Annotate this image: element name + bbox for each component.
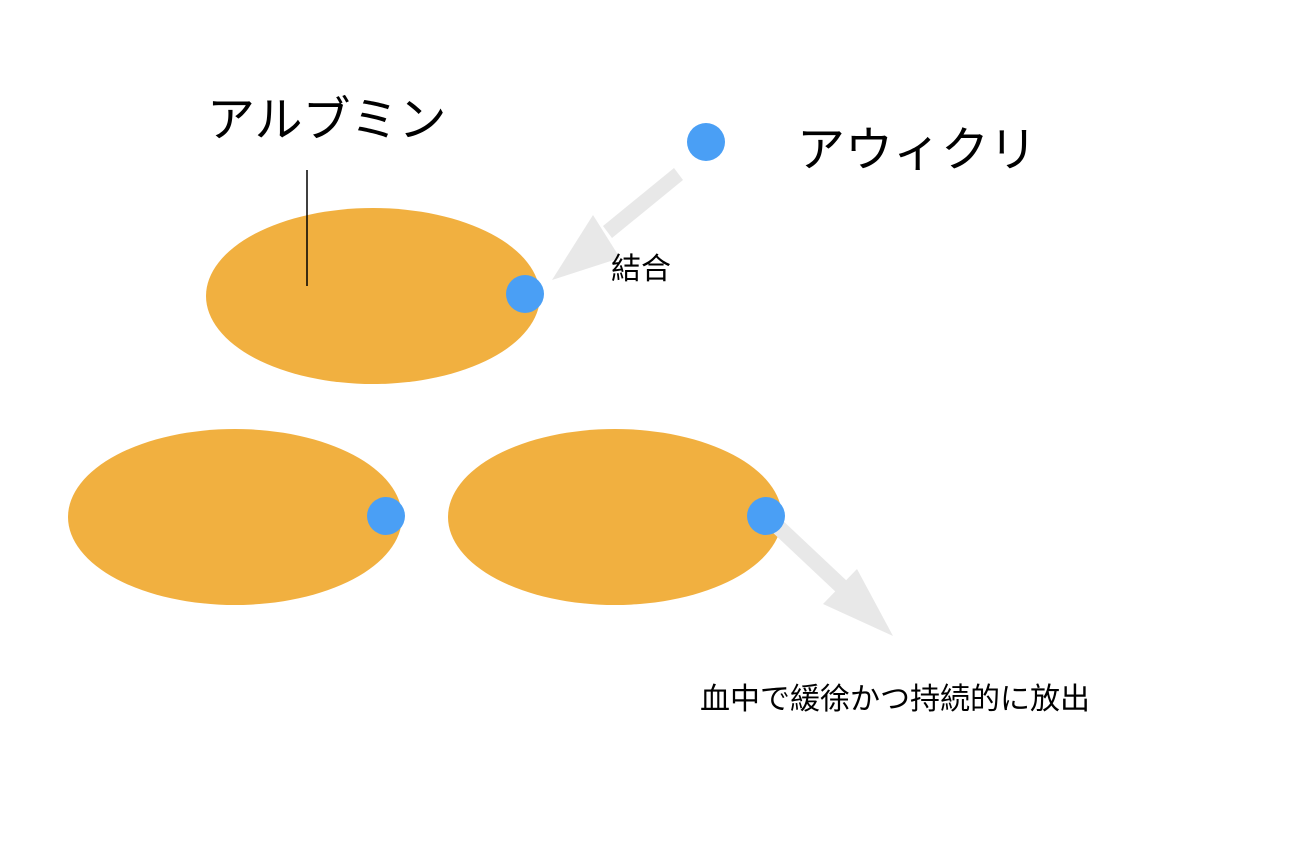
albumin-ellipse-bottom-right [448, 429, 782, 605]
albumin-ellipse-top [206, 208, 540, 384]
release-arrow [770, 518, 893, 636]
drug-dot-bound-right [747, 497, 785, 535]
drug-dot-bound-top [506, 275, 544, 313]
drug-label: アウィクリ [797, 122, 1038, 178]
albumin-label: アルブミン [207, 92, 447, 148]
albumin-ellipse-bottom-left [68, 429, 402, 605]
drug-dot-bound-left [367, 497, 405, 535]
drug-dot-free [687, 123, 725, 161]
binding-label: 結合 [611, 252, 671, 287]
release-label: 血中で緩徐かつ持続的に放出 [700, 682, 1090, 717]
binding-arrow [552, 168, 683, 280]
